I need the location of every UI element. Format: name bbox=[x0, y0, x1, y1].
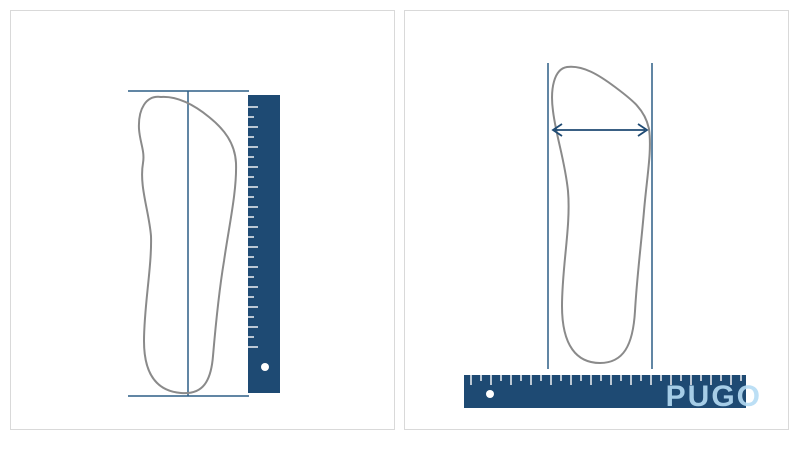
foot-outline-icon bbox=[551, 65, 651, 365]
ruler-icon bbox=[248, 95, 280, 393]
width-arrow-icon bbox=[551, 123, 649, 137]
foot-length-illustration bbox=[128, 90, 280, 397]
watermark-logo: PUGO bbox=[665, 380, 762, 413]
ruler-icon bbox=[464, 375, 746, 408]
panel-foot-length bbox=[10, 10, 395, 430]
foot-outline-icon bbox=[137, 95, 238, 395]
foot-width-illustration bbox=[464, 63, 746, 408]
panel-foot-width: PUGO bbox=[404, 10, 789, 430]
